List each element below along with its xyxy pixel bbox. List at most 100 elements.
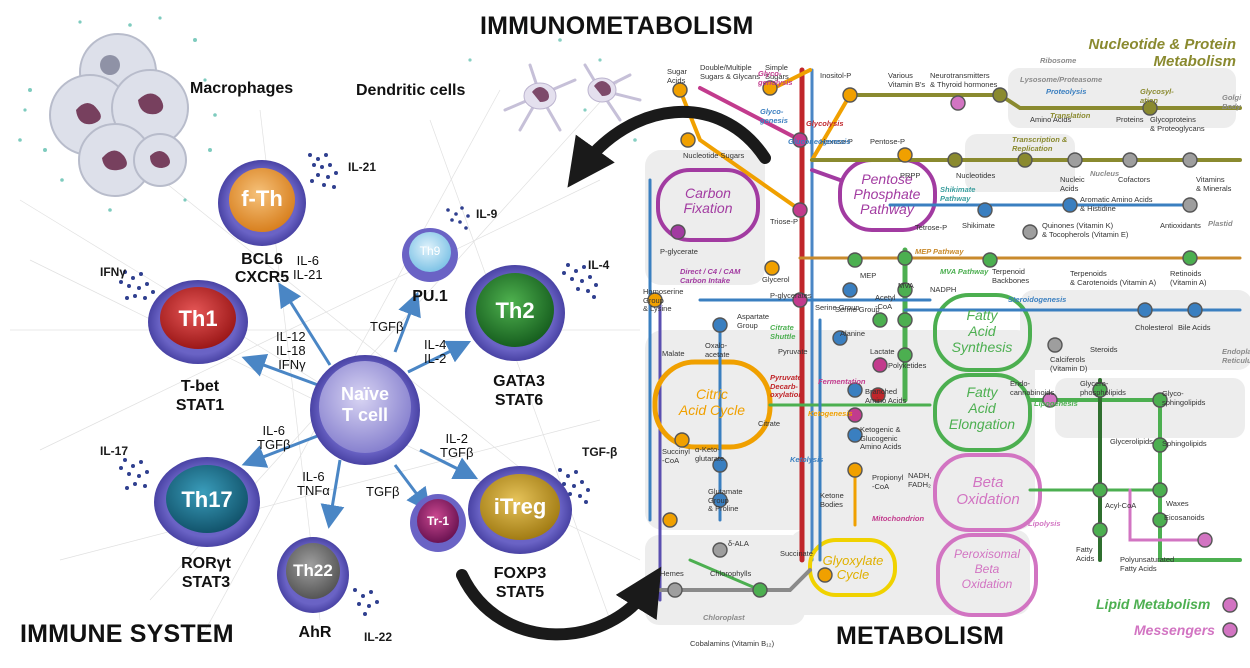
cell-name-th22: Th22 bbox=[293, 561, 333, 580]
label-dendritic-cells: Dendritic cells bbox=[356, 82, 466, 99]
metabolite-label: Nucleotide Sugars bbox=[683, 151, 745, 160]
metabolite-label: Serine Group bbox=[815, 303, 860, 312]
metabolite-label: MEP bbox=[860, 271, 877, 280]
secreted-il22: IL-22 bbox=[364, 630, 393, 644]
immune-to-metabolism-arrow bbox=[456, 566, 662, 641]
heading-immunometabolism: IMMUNOMETABOLISM bbox=[480, 12, 754, 40]
metabolite-label: Propionyl -CoA bbox=[872, 473, 904, 491]
metabolite-label: Steroids bbox=[1090, 345, 1118, 354]
metabolite-label: PRPP bbox=[900, 171, 921, 180]
metabolite-label: Inositol-P bbox=[820, 71, 852, 80]
metabolite-label: Ketogenic & Glucogenic Amino Acids bbox=[860, 425, 902, 451]
metabolite-label: Chlorophylls bbox=[710, 569, 752, 578]
immune-panel bbox=[10, 16, 642, 641]
pathway-peroxisomal: Peroxisomal Beta Oxidation bbox=[953, 547, 1021, 591]
category-messengers: Messengers bbox=[1134, 622, 1215, 638]
dendritic-cell-cluster bbox=[468, 28, 642, 142]
tf-th17: RORγt STAT3 bbox=[181, 555, 231, 591]
metabolite-label: Glycero- phospholipids bbox=[1080, 379, 1126, 397]
metabolite-label: Transcription & Replication bbox=[1012, 135, 1068, 153]
metabolite-label: Proteolysis bbox=[1046, 87, 1087, 96]
metabolite-label: Lysosome/Proteasome bbox=[1020, 75, 1103, 84]
cell-th2 bbox=[465, 265, 565, 361]
tf-th1: T-bet STAT1 bbox=[175, 378, 225, 414]
metabolism-panel bbox=[645, 67, 1250, 638]
secreted-ifng: IFNγ bbox=[100, 265, 127, 279]
pathway-fa-elongation: Fatty Acid Elongation bbox=[948, 384, 1016, 432]
cell-name-naive: Naïve T cell bbox=[340, 384, 390, 425]
tf-th22: AhR bbox=[298, 624, 332, 641]
cell-name-fth: f-Th bbox=[241, 186, 283, 211]
metabolite-label: Double/Multiple Sugars & Glycans bbox=[700, 63, 761, 81]
metabolite-label: P-glycerates bbox=[770, 291, 812, 300]
metabolite-label: Aromatic Amino Acids & Histidine bbox=[1080, 195, 1153, 213]
metabolite-label: Waxes bbox=[1166, 499, 1189, 508]
metabolite-label: Neurotransmitters & Thyroid hormones bbox=[930, 71, 998, 89]
metabolite-label: Shikimate Pathway bbox=[940, 185, 976, 203]
pathway-nodes bbox=[647, 80, 1238, 638]
metabolite-label: Amino Acids bbox=[1030, 115, 1072, 124]
secreted-il21: IL-21 bbox=[348, 160, 377, 174]
metabolite-label: Direct / C4 / CAM Carbon Intake bbox=[680, 267, 741, 285]
metabolite-label: Oxalo- acetate bbox=[705, 341, 730, 359]
metabolite-label: Ketogenesis bbox=[808, 409, 853, 418]
metabolism-to-immune-arrow bbox=[567, 105, 771, 188]
metabolite-label: Shikimate bbox=[962, 221, 995, 230]
crosstalk-arrows bbox=[456, 105, 771, 641]
metabolite-label: Fatty Acids bbox=[1076, 545, 1095, 563]
metabolite-label: Branched Amino Acids bbox=[865, 387, 907, 405]
cell-th1 bbox=[148, 280, 248, 364]
metabolite-label: Endoplasmic Reticulum bbox=[1222, 347, 1250, 365]
metabolite-label: Malate bbox=[662, 349, 685, 358]
cell-th17 bbox=[154, 457, 260, 547]
differentiation-arrows bbox=[241, 282, 479, 529]
metabolite-label: Various Vitamin B's bbox=[888, 71, 926, 89]
metabolite-label: Nucleotides bbox=[956, 171, 996, 180]
metabolite-label: Endo- cannabinoids bbox=[1010, 379, 1055, 397]
pathway-glyoxylate: Glyoxylate Cycle bbox=[822, 553, 884, 582]
metabolite-label: MVA bbox=[898, 281, 914, 290]
cell-itreg bbox=[468, 466, 572, 554]
tf-itreg: FOXP3 STAT5 bbox=[493, 565, 547, 601]
pathway-lines bbox=[648, 67, 1242, 617]
metabolite-label: Vitamins & Minerals bbox=[1196, 175, 1232, 193]
arrow-label-th2: IL-4 IL-2 bbox=[424, 337, 447, 366]
heading-immune-system: IMMUNE SYSTEM bbox=[20, 620, 234, 648]
metabolite-label: Hexose-P bbox=[820, 137, 853, 146]
metabolite-label: MVA Pathway bbox=[940, 267, 989, 276]
arrow-label-fth: IL-6 IL-21 bbox=[293, 253, 323, 282]
pathway-fa-synthesis: Fatty Acid Synthesis bbox=[951, 307, 1013, 355]
metabolite-label: Lipolysis bbox=[1028, 519, 1061, 528]
pathway-citric-acid: Citric Acid Cycle bbox=[678, 386, 746, 418]
metabolite-label: Pyruvate bbox=[778, 347, 808, 356]
pathway-pentose-phosphate: Pentose Phosphate Pathway bbox=[853, 171, 921, 217]
label-macrophages: Macrophages bbox=[190, 80, 294, 97]
metabolite-label: Polyketides bbox=[888, 361, 927, 370]
metabolite-label: Proteins bbox=[1116, 115, 1144, 124]
cell-fth bbox=[218, 160, 306, 246]
metabolite-label: Acetyl -CoA bbox=[875, 293, 896, 311]
metabolite-label: Succinyl -CoA bbox=[662, 447, 690, 465]
arrow-label-th9: TGFβ bbox=[370, 319, 404, 334]
metabolite-label: Triose-P bbox=[770, 217, 799, 226]
metabolite-label: Tetrose-P bbox=[915, 223, 948, 232]
arrow-label-th1: IL-12 IL-18 IFNγ bbox=[276, 329, 306, 372]
secreted-il4: IL-4 bbox=[588, 258, 610, 272]
metabolite-label: Pyruvate Decarb- oxylation bbox=[770, 373, 803, 399]
metabolite-label: NADPH bbox=[930, 285, 957, 294]
arrow-label-itreg: IL-2 TGFβ bbox=[440, 431, 474, 460]
metabolite-label: MEP Pathway bbox=[915, 247, 964, 256]
metabolite-label: Glutamate Group & Proline bbox=[708, 487, 743, 513]
metabolite-label: Citrate Shuttle bbox=[770, 323, 796, 341]
metabolite-label: Cofactors bbox=[1118, 175, 1151, 184]
cell-name-th9: Th9 bbox=[419, 244, 441, 258]
arrow-label-th22: IL-6 TNFα bbox=[297, 469, 330, 498]
cell-name-th2: Th2 bbox=[495, 298, 535, 323]
metabolite-label: Antioxidants bbox=[1160, 221, 1201, 230]
tf-th9: PU.1 bbox=[412, 288, 448, 305]
metabolite-label: Glycosyl- ation bbox=[1140, 87, 1174, 105]
arrow-label-th17: IL-6 TGFβ bbox=[257, 423, 291, 452]
metabolite-label: Glycerolipids bbox=[1110, 437, 1153, 446]
metabolite-label: Plastid bbox=[1208, 219, 1233, 228]
metabolite-label: Homoserine Group & Lysine bbox=[643, 287, 684, 313]
